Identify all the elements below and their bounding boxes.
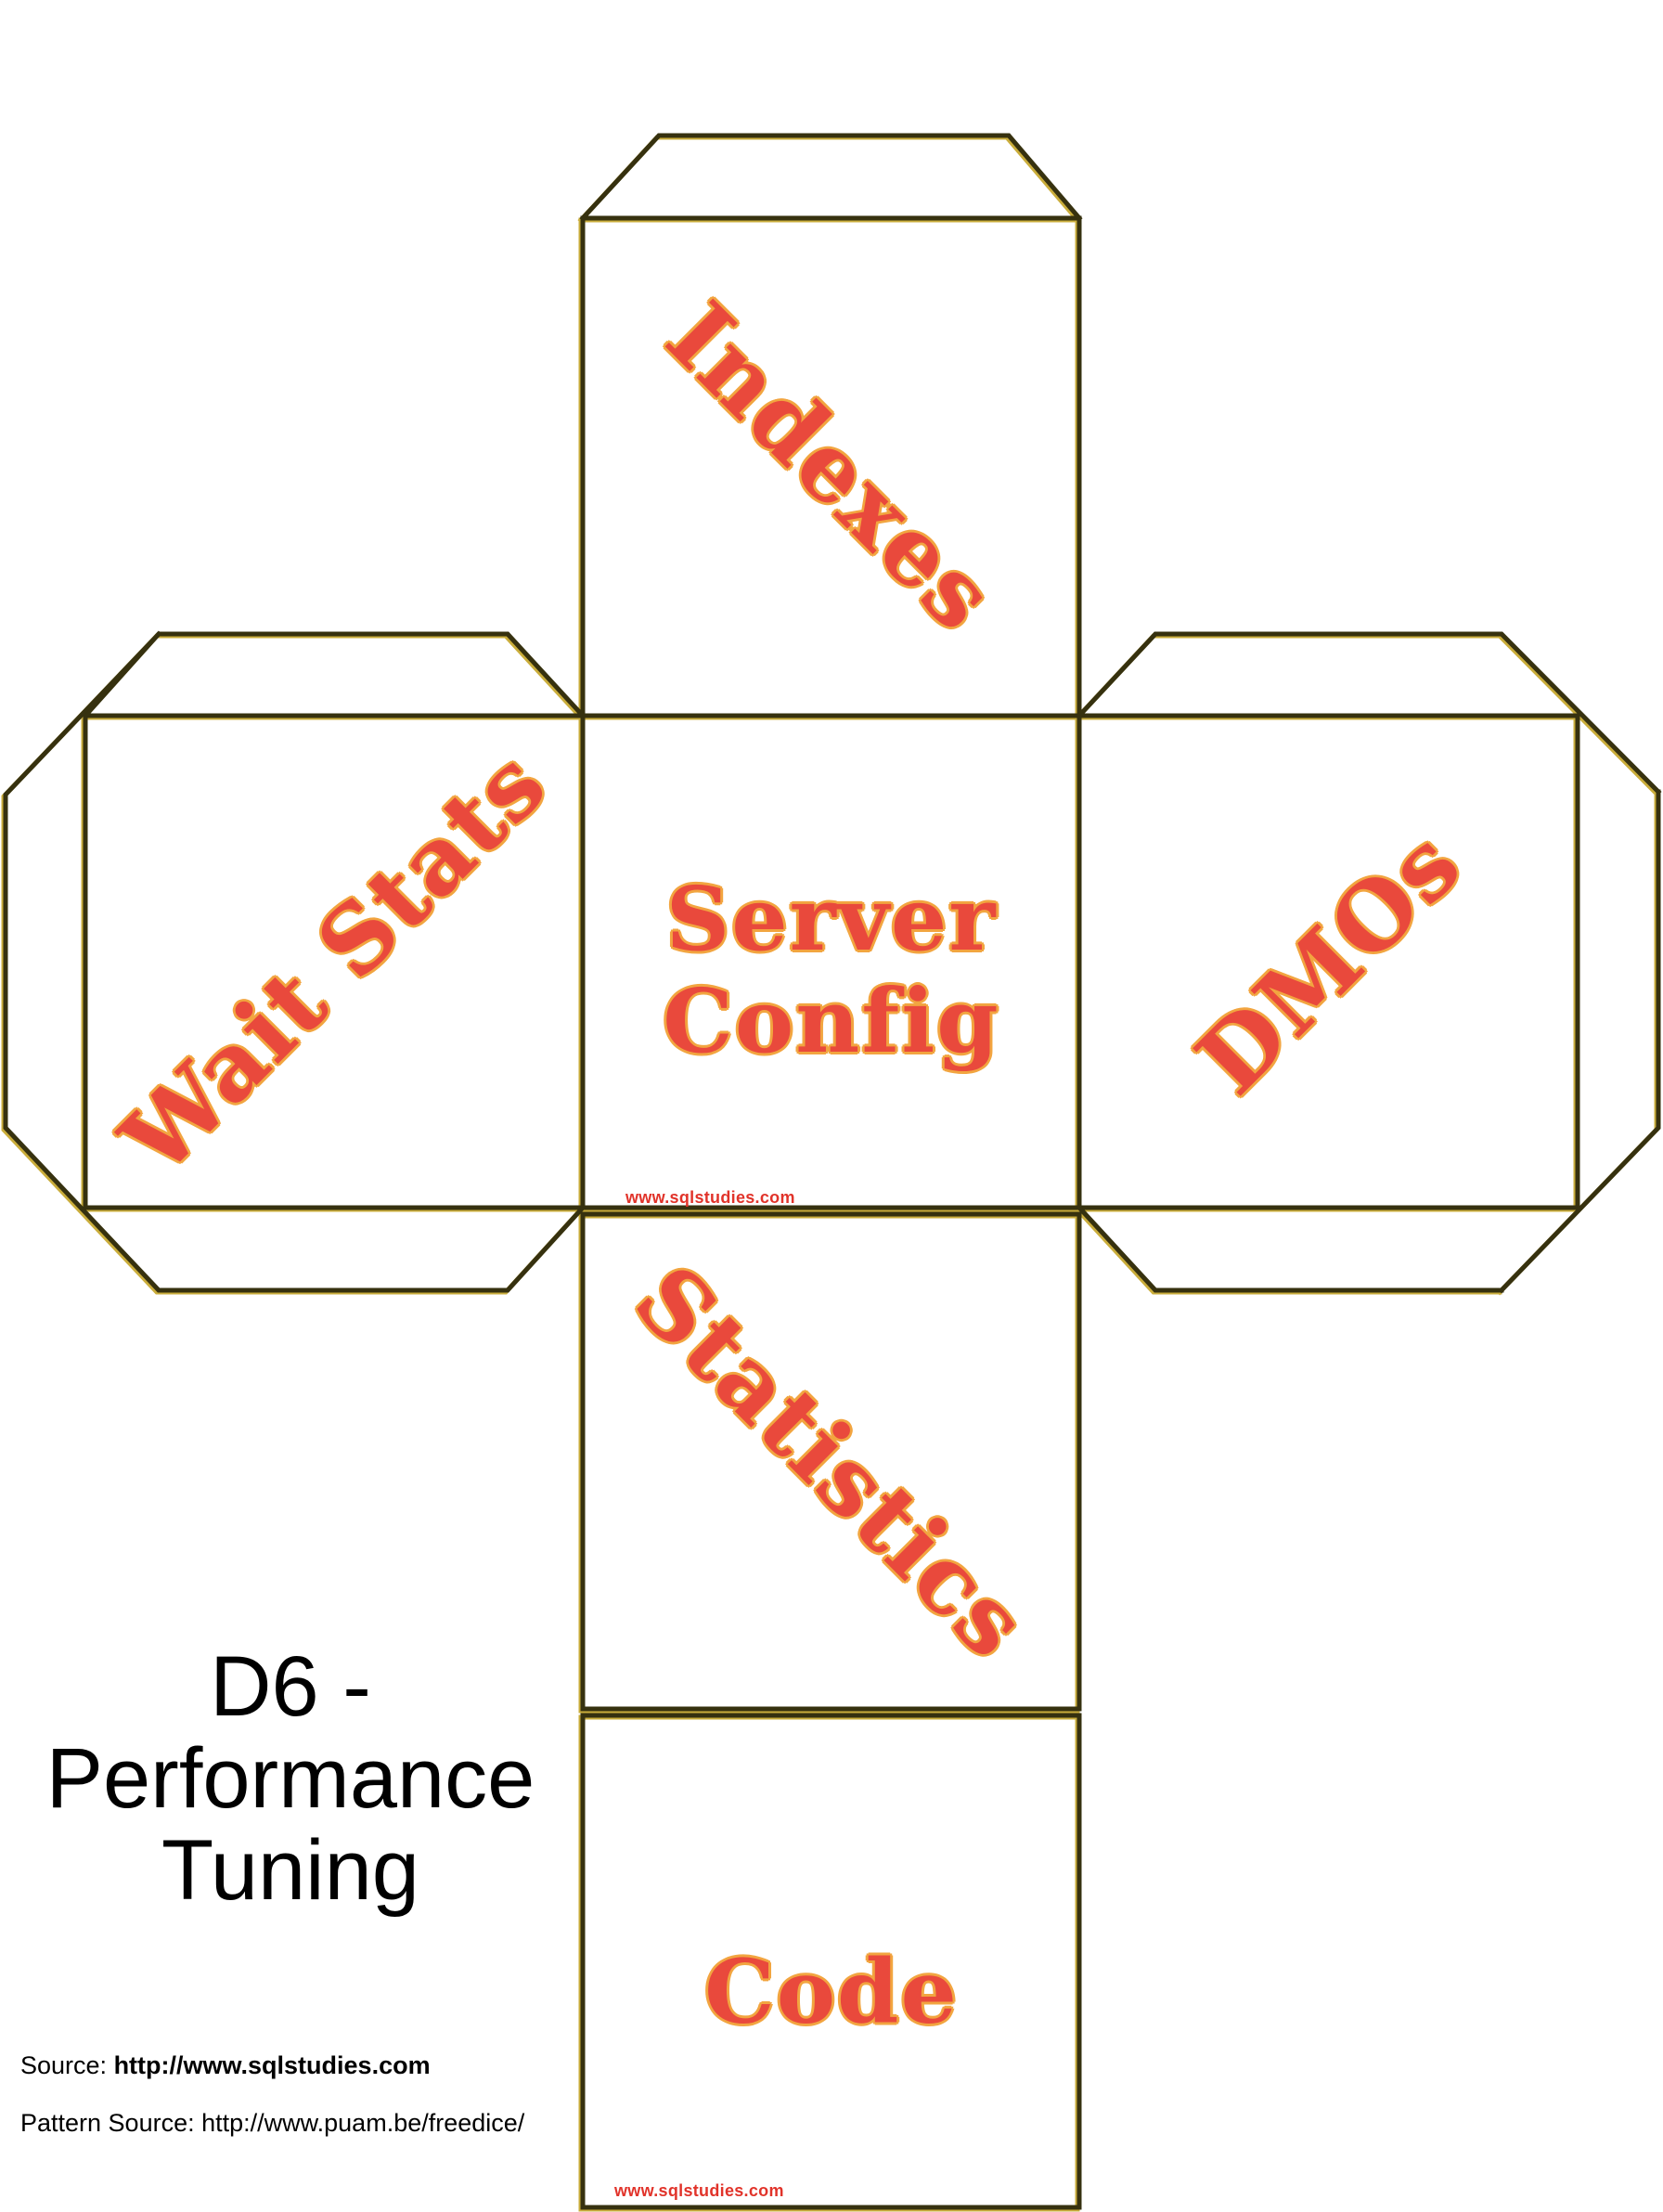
flap-right-dmos	[1498, 789, 1661, 1294]
flap-top-dmos	[1076, 631, 1662, 796]
watermark-url-code-face: www.sqlstudies.com	[614, 2181, 784, 2200]
page-title-line2: Performance	[45, 1731, 535, 1826]
flap-top-wait-stats	[82, 631, 587, 719]
page-title: D6 - Performance Tuning	[35, 1641, 546, 1917]
pattern-source-line: Pattern Source: http://www.puam.be/freed…	[20, 2109, 525, 2137]
flap-bottom-dmos	[1076, 1204, 1504, 1293]
face-label-code: Code	[704, 1940, 959, 2044]
face-outline-dmos	[1076, 713, 1580, 1210]
face-label-server-config-line1: Server	[665, 868, 998, 971]
face-label-server-config: Server Config	[663, 869, 999, 1073]
page-title-line1: D6 -	[210, 1639, 371, 1734]
face-outline-statistics	[580, 1211, 1082, 1712]
face-label-server-config-line2: Config	[663, 970, 1000, 1073]
source-line: Source: http://www.sqlstudies.com	[20, 2051, 431, 2080]
flap-left-and-bottom-wait-stats	[3, 630, 587, 1293]
flap-top-indexes	[579, 133, 1083, 222]
watermark-url-server-config-face: www.sqlstudies.com	[625, 1188, 795, 1207]
source-label: Source:	[20, 2051, 114, 2079]
source-url: http://www.sqlstudies.com	[113, 2051, 431, 2079]
face-outline-code	[580, 1713, 1082, 2210]
page-title-line3: Tuning	[161, 1823, 419, 1918]
